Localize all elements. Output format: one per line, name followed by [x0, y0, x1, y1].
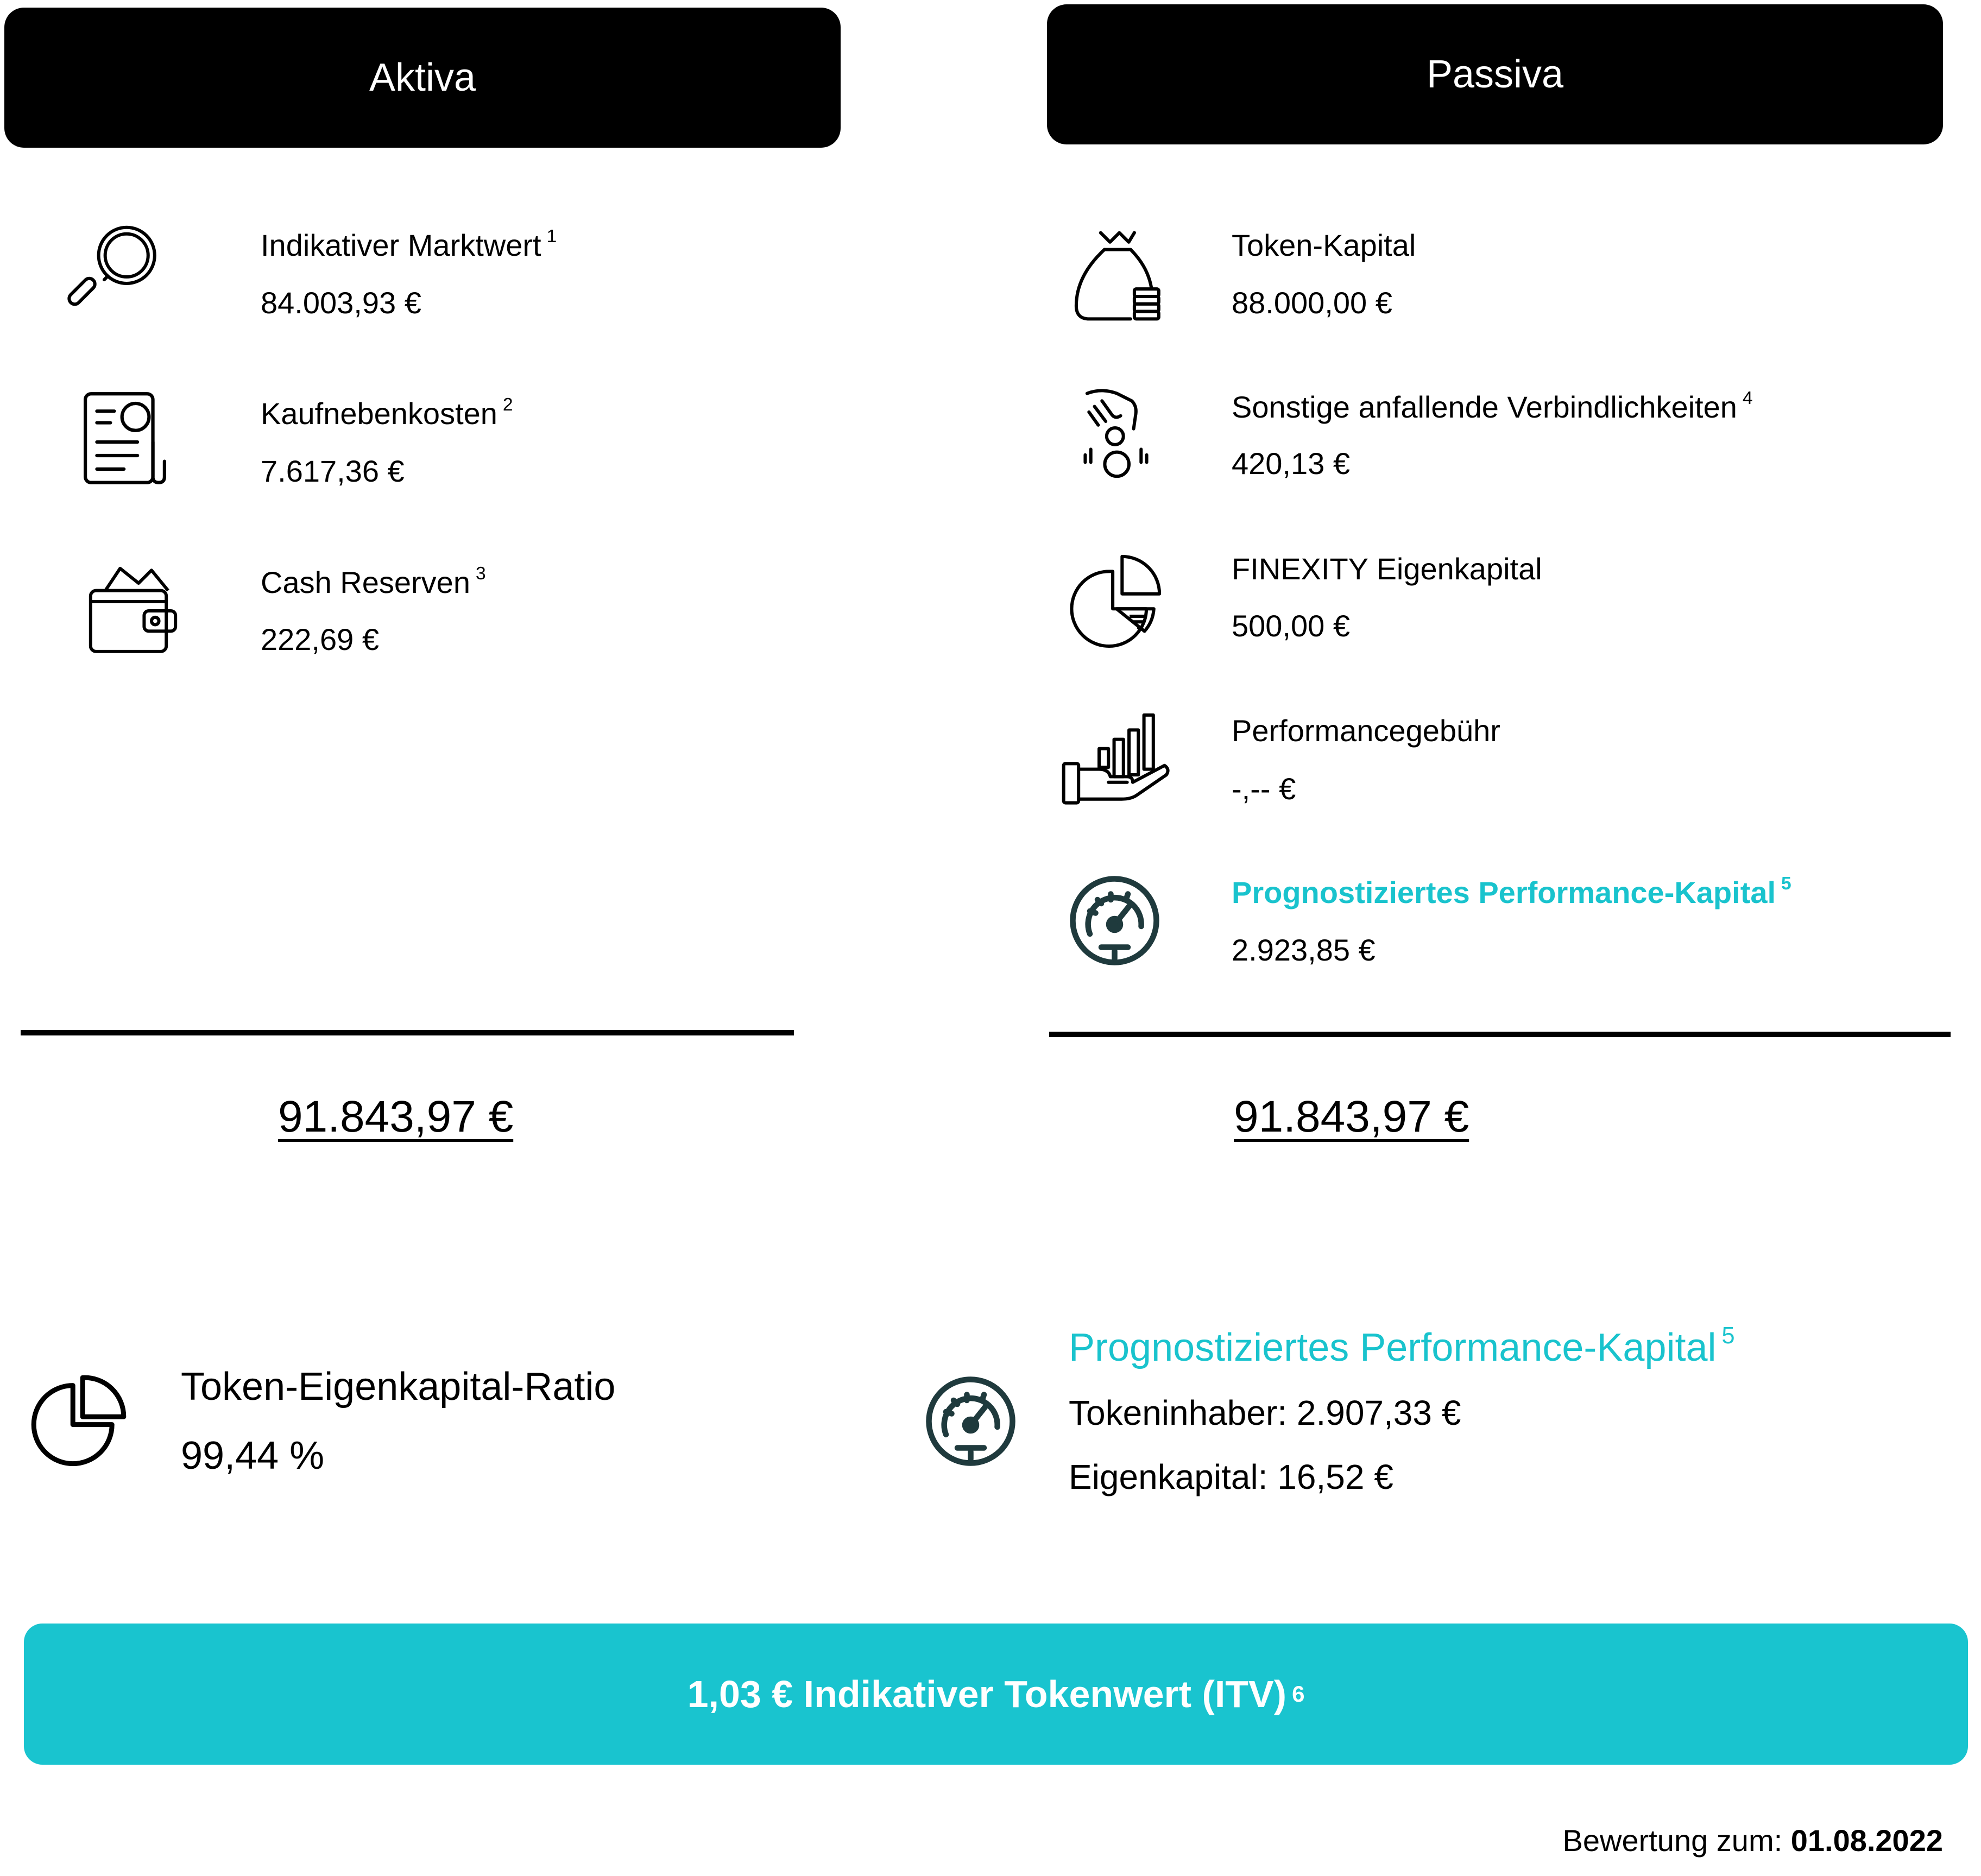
aktiva-total: 91.843,97 €: [278, 1092, 514, 1141]
magnifier-icon: [67, 220, 164, 313]
ratio-label: Token-Eigenkapital-Ratio: [181, 1365, 616, 1408]
hand-coin-icon: [1083, 387, 1149, 482]
passiva-item-3-label: FINEXITY Eigenkapital: [1232, 552, 1542, 586]
passiva-header-label: Passiva: [1426, 53, 1564, 96]
hand-bar-chart-icon: [1062, 711, 1170, 805]
passiva-item-1-label: Token-Kapital: [1232, 228, 1416, 262]
pie-chart-icon: [30, 1374, 128, 1471]
speedometer-icon: [1067, 873, 1162, 968]
passiva-total: 91.843,97 €: [1234, 1092, 1469, 1141]
wallet-icon: [87, 565, 179, 657]
ratio-value: 99,44 %: [181, 1434, 325, 1477]
passiva-divider: [1049, 1032, 1951, 1037]
aktiva-header-label: Aktiva: [369, 56, 476, 99]
footnote-marker: 4: [1742, 388, 1753, 408]
passiva-item-2-value: 420,13 €: [1232, 446, 1350, 481]
footnote-marker: 5: [1781, 873, 1791, 894]
valuation-date-value: 01.08.2022: [1790, 1823, 1943, 1858]
performance-token-holders: Tokeninhaber: 2.907,33 €: [1069, 1393, 1461, 1432]
footnote-marker: 5: [1721, 1322, 1735, 1349]
performance-equity: Eigenkapital: 16,52 €: [1069, 1457, 1393, 1496]
footnote-marker: 3: [475, 563, 486, 584]
passiva-item-3-value: 500,00 €: [1232, 609, 1350, 643]
passiva-item-5-value: 2.923,85 €: [1232, 933, 1376, 967]
aktiva-item-3-value: 222,69 €: [261, 622, 379, 656]
passiva-header: Passiva: [1047, 4, 1943, 144]
money-bag-icon: [1072, 228, 1162, 324]
passiva-item-4-label: Performancegebühr: [1232, 713, 1500, 748]
valuation-date: Bewertung zum: 01.08.2022: [1563, 1826, 1943, 1856]
aktiva-header: Aktiva: [4, 8, 841, 148]
pie-chart-icon: [1070, 553, 1163, 648]
speedometer-icon: [923, 1374, 1018, 1469]
aktiva-item-1-value: 84.003,93 €: [261, 286, 421, 320]
itv-label: 1,03 € Indikativer Tokenwert (ITV): [687, 1673, 1287, 1715]
document-search-icon: [81, 390, 168, 487]
footnote-marker: 1: [546, 226, 557, 247]
valuation-date-prefix: Bewertung zum:: [1562, 1823, 1783, 1858]
passiva-item-4-value: -,-- €: [1232, 772, 1296, 806]
aktiva-divider: [21, 1030, 794, 1035]
itv-banner: 1,03 € Indikativer Tokenwert (ITV)6: [24, 1624, 1968, 1765]
passiva-item-1-value: 88.000,00 €: [1232, 286, 1392, 320]
footnote-marker: 2: [502, 394, 513, 415]
aktiva-item-2-value: 7.617,36 €: [261, 454, 405, 488]
